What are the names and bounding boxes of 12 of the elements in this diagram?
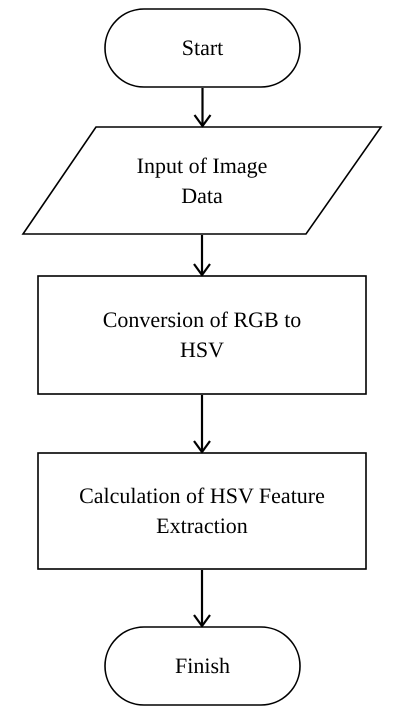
input-parallelogram [22,126,382,235]
arrow [192,235,212,276]
node-label: Finish [174,652,230,680]
process-box [37,275,367,395]
process-box [37,452,367,570]
arrow [193,88,212,128]
node-label: Calculation of HSV Feature Extraction [78,482,326,540]
arrow [192,395,212,454]
node-label: Start [182,34,224,62]
node-label: Conversion of RGB to HSV [102,306,302,364]
arrow [192,570,212,628]
node-label: Input of Image Data [136,152,268,210]
